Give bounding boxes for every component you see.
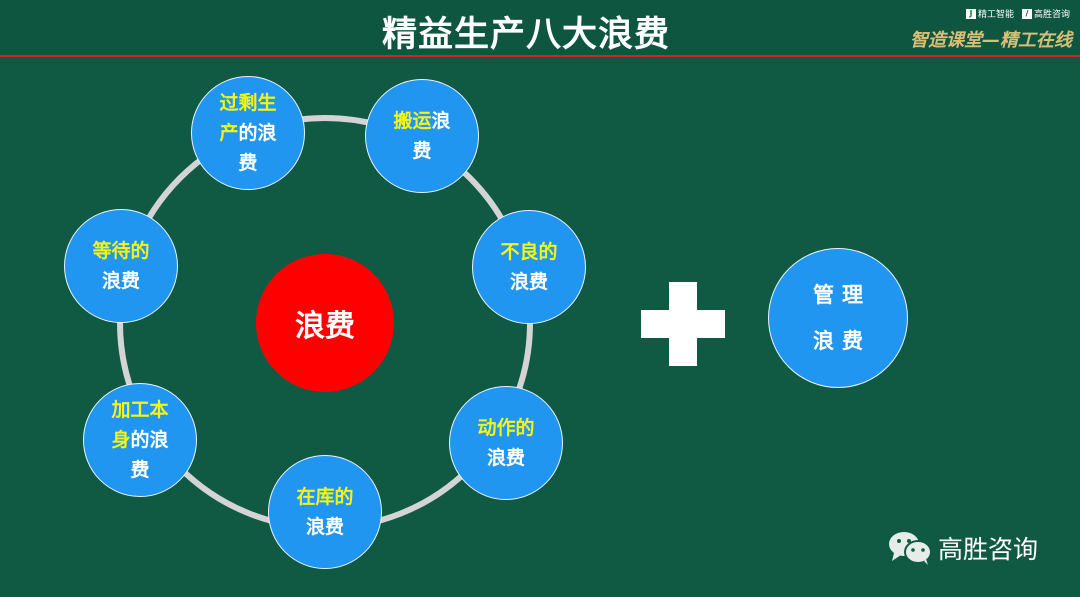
highlight-text: 在库的 <box>296 486 354 508</box>
logo-text: 高胜咨询 <box>1033 10 1070 20</box>
highlight-text: 身 <box>111 429 131 451</box>
highlight-text: 加工本 <box>111 399 169 421</box>
wechat-brand: 高胜咨询 <box>888 530 1038 566</box>
node-line: 加工本 <box>111 395 168 425</box>
jinggong-logo-icon: J <box>965 8 976 19</box>
waste-node-inventory: 在库的浪费 <box>268 455 382 569</box>
node-text: 浪费 <box>486 447 525 469</box>
logo-text: 精工智能 <box>977 10 1014 20</box>
node-line: 浪费 <box>306 512 344 542</box>
node-line: 浪费 <box>510 267 548 297</box>
center-waste-circle: 浪费 <box>256 254 394 392</box>
waste-node-waiting: 等待的浪费 <box>64 209 178 323</box>
highlight-text: 等待的 <box>92 240 150 262</box>
node-line: 浪费 <box>487 443 525 473</box>
management-waste-circle: 管理 浪费 <box>768 248 908 388</box>
highlight-text: 过剩生 <box>219 92 277 114</box>
waste-node-processing: 加工本身的浪费 <box>83 383 197 497</box>
waste-node-defects: 不良的浪费 <box>472 210 586 324</box>
highlight-text: 不良的 <box>500 241 558 263</box>
highlight-text: 动作的 <box>477 417 535 439</box>
node-line: 过剩生 <box>219 88 276 118</box>
highlight-text: 产 <box>219 122 239 144</box>
plus-icon <box>641 282 725 366</box>
waste-node-motion: 动作的浪费 <box>449 386 563 500</box>
brand-name: 高胜咨询 <box>938 535 1039 564</box>
node-text: 浪费 <box>101 270 140 292</box>
node-text: 浪费 <box>305 516 344 538</box>
highlight-text: 搬运 <box>393 110 432 132</box>
node-line: 等待的 <box>92 236 149 266</box>
node-text: 浪 <box>431 110 451 132</box>
node-text: 的浪 <box>130 429 169 451</box>
node-line: 费 <box>130 455 149 485</box>
node-line: 产的浪 <box>219 118 276 148</box>
management-line2: 浪费 <box>813 329 871 353</box>
waste-node-overproduction: 过剩生产的浪费 <box>191 76 305 190</box>
node-text: 浪费 <box>509 271 548 293</box>
node-line: 费 <box>412 136 431 166</box>
gaosheng-logo-icon: / <box>1021 8 1032 19</box>
management-line1: 管理 <box>813 283 871 307</box>
page-title: 精益生产八大浪费 <box>381 15 670 55</box>
node-text: 费 <box>238 152 258 174</box>
node-text: 的浪 <box>238 122 277 144</box>
node-line: 身的浪 <box>111 425 168 455</box>
waste-node-transport: 搬运浪费 <box>365 79 479 193</box>
node-line: 动作的 <box>477 413 534 443</box>
node-line: 不良的 <box>500 237 557 267</box>
slogan: 智造课堂—精工在线 <box>910 30 1072 51</box>
node-line: 搬运浪 <box>393 106 450 136</box>
node-text: 费 <box>412 140 432 162</box>
node-line: 费 <box>238 148 257 178</box>
wechat-icon <box>889 532 932 565</box>
node-text: 费 <box>130 459 150 481</box>
node-line: 在库的 <box>296 482 353 512</box>
node-line: 浪费 <box>102 266 140 296</box>
